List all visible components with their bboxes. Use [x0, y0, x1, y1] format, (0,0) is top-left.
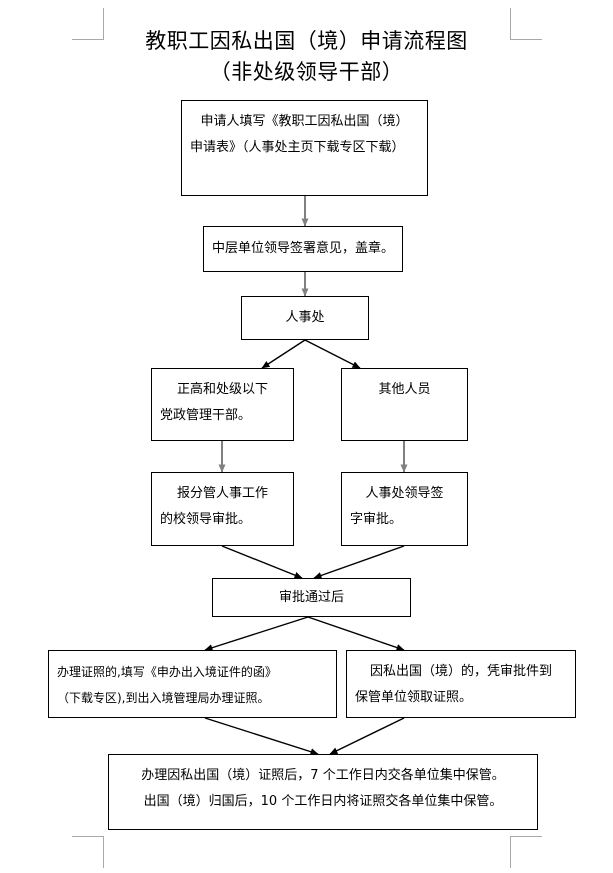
crop-mark-top-left-icon [72, 8, 104, 40]
flow-node-text: 申请表》（人事处主页下载专区下载） [190, 140, 405, 155]
page-title: 教职工因私出国（境）申请流程图 （非处级领导干部） [0, 26, 613, 88]
flow-node-text: 字审批。 [350, 512, 403, 527]
crop-mark-top-right-icon [510, 8, 542, 40]
flow-node-collect-documents[interactable]: 因私出国（境）的，凭审批件到 保管单位领取证照。 [346, 650, 576, 718]
flow-node-passport-processing[interactable]: 办理证照的,填写《申办出入境证件的函》 （下载专区),到出入境管理局办理证照。 [48, 650, 337, 718]
flow-node-document-custody-rules[interactable]: 办理因私出国（境）证照后，7 个工作日内交各单位集中保管。 出国（境）归国后，1… [108, 754, 538, 830]
flow-node-text: 审批通过后 [278, 589, 344, 605]
page-title-line-2: （非处级领导干部） [209, 60, 404, 84]
flow-node-text: 的校领导审批。 [160, 512, 252, 527]
flow-node-text: 申请人填写《教职工因私出国（境） [200, 114, 409, 129]
flow-node-text: 因私出国（境）的，凭审批件到 [369, 664, 552, 679]
flow-node-application-form[interactable]: 申请人填写《教职工因私出国（境） 申请表》（人事处主页下载专区下载） [181, 100, 428, 196]
flow-node-department-leader-signature[interactable]: 中层单位领导签署意见，盖章。 [203, 226, 403, 272]
flow-node-text: 办理证照的,填写《申办出入境证件的函》 [57, 665, 277, 679]
flow-node-text: 其他人员 [378, 382, 431, 397]
flow-node-text: 人事处 [285, 310, 325, 325]
flow-node-other-personnel[interactable]: 其他人员 [341, 368, 468, 441]
crop-mark-bottom-right-icon [510, 836, 542, 868]
flow-node-text: 办理因私出国（境）证照后，7 个工作日内交各单位集中保管。 [141, 768, 505, 783]
flow-node-senior-and-sub-division-cadres[interactable]: 正高和处级以下 党政管理干部。 [151, 368, 294, 441]
flow-node-personnel-leader-approval[interactable]: 人事处领导签 字审批。 [341, 472, 468, 546]
page-title-line-1: 教职工因私出国（境）申请流程图 [145, 29, 468, 53]
flow-node-text: 出国（境）归国后，10 个工作日内将证照交各单位集中保管。 [143, 794, 503, 809]
flow-node-text: 正高和处级以下 [176, 382, 268, 397]
flow-node-text: （下载专区),到出入境管理局办理证照。 [57, 691, 270, 705]
flow-node-personnel-department[interactable]: 人事处 [241, 296, 369, 340]
flow-node-text: 人事处领导签 [365, 486, 444, 501]
flow-node-text: 保管单位领取证照。 [355, 690, 473, 705]
flow-node-school-leader-approval[interactable]: 报分管人事工作 的校领导审批。 [151, 472, 294, 546]
crop-mark-bottom-left-icon [72, 836, 104, 868]
flow-node-text: 中层单位领导签署意见，盖章。 [211, 241, 394, 256]
flow-node-text: 党政管理干部。 [160, 408, 252, 423]
flow-node-after-approval[interactable]: 审批通过后 [212, 578, 411, 617]
flow-node-text: 报分管人事工作 [176, 486, 268, 501]
